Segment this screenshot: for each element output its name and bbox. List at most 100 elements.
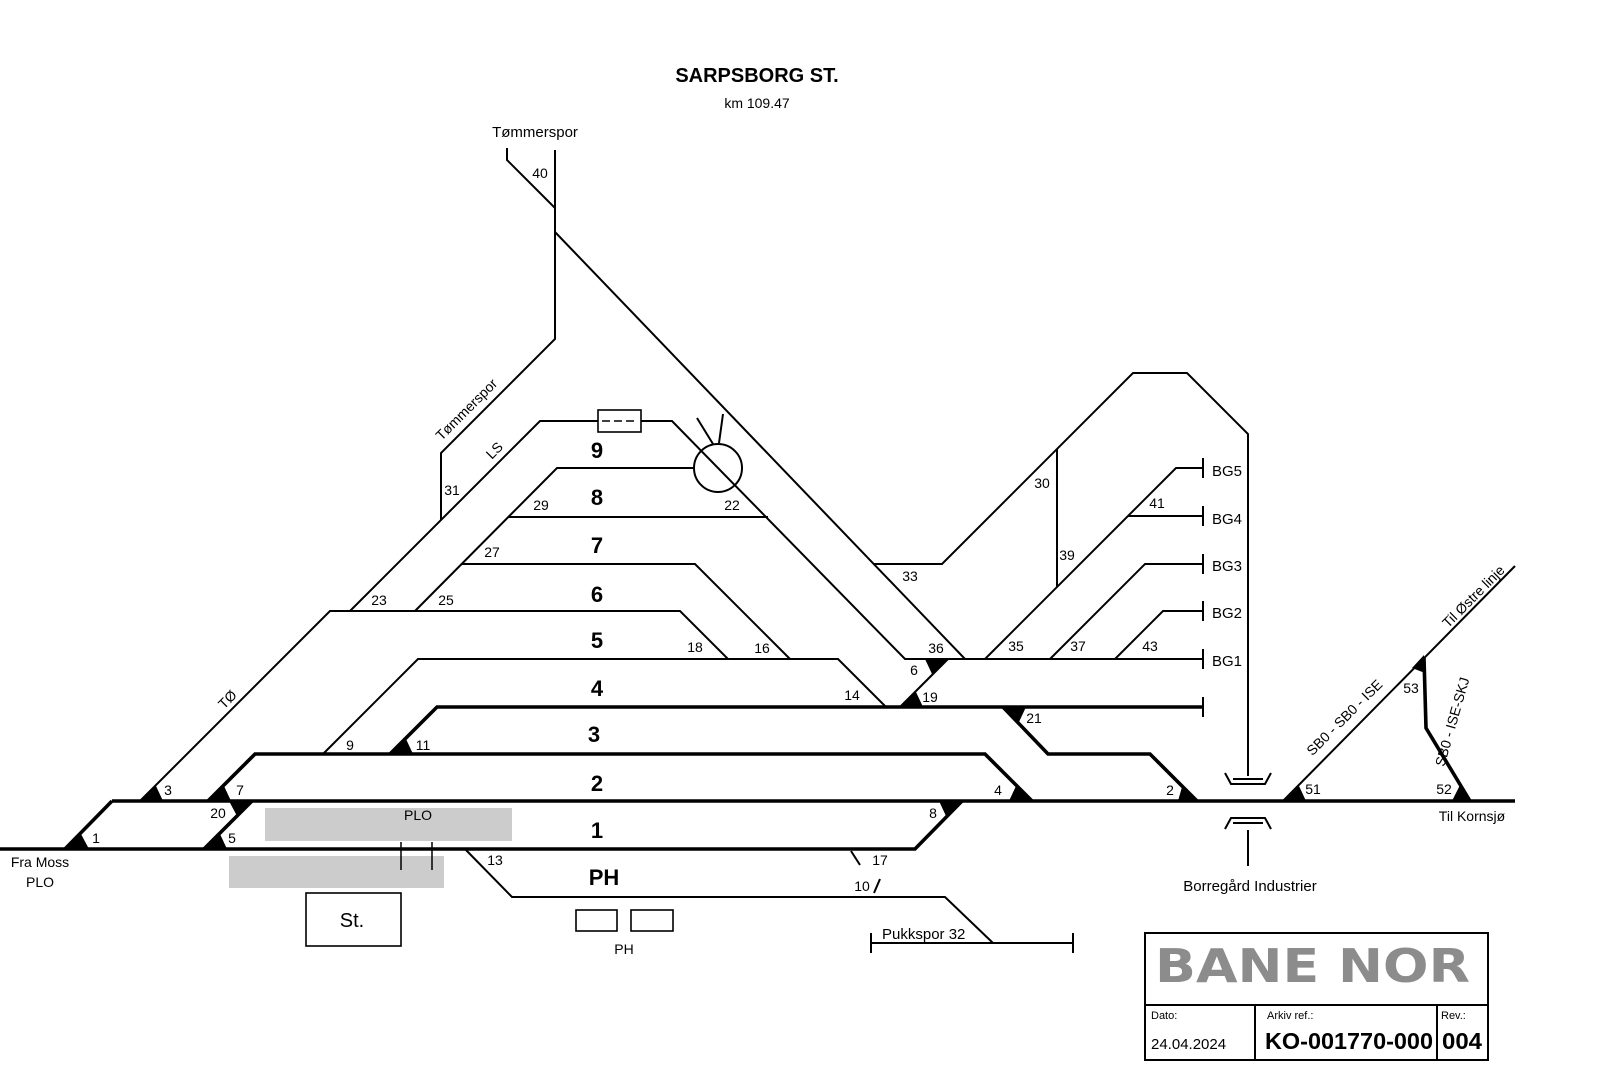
spur-33-borregard (874, 372, 1249, 776)
tommerspor-top-label: Tømmerspor (492, 124, 578, 141)
platforms (229, 808, 512, 888)
switch-label-11: 11 (416, 737, 431, 753)
arkiv-value: KO-001770-000 (1265, 1028, 1433, 1054)
turntable-circle (693, 443, 743, 493)
station-building (305, 892, 402, 947)
siding-labels: BG5 BG4 BG3 BG2 BG1 (1212, 463, 1242, 670)
platform-lower (229, 856, 444, 888)
siding-bg5 (984, 467, 1203, 660)
switch-label-29: 29 (533, 497, 549, 513)
to-label: TØ (215, 687, 240, 712)
switch-label-17: 17 (872, 852, 888, 868)
rev-label: Rev.: (1441, 1010, 1466, 1022)
bridge-symbols (1224, 772, 1272, 830)
switch-label-6: 6 (910, 662, 918, 678)
ph-track-line (464, 848, 994, 944)
siding-label-bg4: BG4 (1212, 511, 1242, 528)
switch-label-7: 7 (236, 782, 244, 798)
til-ostre-linje-label: Til Østre linje (1439, 562, 1508, 631)
switch-label-43: 43 (1142, 638, 1158, 654)
switch-label-5: 5 (228, 830, 236, 846)
switch-1-line (63, 799, 114, 851)
switch-label-8: 8 (929, 805, 937, 821)
track-label-9: 9 (591, 438, 603, 463)
switch-label-51: 51 (1305, 781, 1321, 797)
platform-upper (265, 808, 512, 841)
turntable (693, 413, 743, 493)
track-label-8: 8 (591, 485, 603, 510)
switch-label-41: 41 (1149, 495, 1165, 511)
switch-point-7 (209, 786, 231, 801)
switch-label-18: 18 (687, 639, 703, 655)
track-2-line (206, 752, 1034, 803)
switch-point-11 (391, 739, 413, 754)
switch-label-22: 22 (724, 497, 740, 513)
switch-label-25: 25 (438, 592, 454, 608)
track-label-4: 4 (591, 676, 604, 701)
switch-label-19: 19 (922, 689, 938, 705)
switch-numbers: 1 3 7 20 5 9 11 23 25 27 29 22 31 40 18 … (92, 165, 1452, 894)
switch-label-13: 13 (487, 852, 503, 868)
borregard-label: Borregård Industrier (1183, 878, 1316, 895)
switch-label-37: 37 (1070, 638, 1086, 654)
plo-platform-label: PLO (404, 807, 432, 823)
switch-label-35: 35 (1008, 638, 1024, 654)
switch-points (66, 655, 1470, 849)
sbo-line (1282, 565, 1516, 802)
switch-label-10: 10 (854, 878, 870, 894)
siding-label-bg1: BG1 (1212, 653, 1242, 670)
tommerspor-top-spur (506, 148, 556, 209)
track-3-line (388, 705, 1203, 756)
pukkspor-label: Pukkspor 32 (882, 926, 965, 943)
switch-label-40: 40 (532, 165, 548, 181)
switch-label-53: 53 (1403, 680, 1419, 696)
track-5-line (139, 610, 729, 802)
sbo-sbo-ise-label: SB0 - SB0 - ISE (1303, 676, 1385, 758)
track-1-line (0, 799, 964, 851)
switch-label-33: 33 (902, 568, 918, 584)
switch-point-5 (205, 834, 227, 849)
ph-building-label: PH (614, 941, 633, 957)
title-block-frame (1144, 932, 1489, 1061)
turntable-ray-1 (696, 417, 714, 445)
station-km: km 109.47 (724, 95, 790, 111)
tommerspor-branch (440, 150, 556, 520)
track-numbers: 9 8 7 6 5 4 3 2 1 PH (588, 438, 619, 890)
tommerspor-branch-label: Tømmerspor (432, 375, 500, 443)
track-label-1: 1 (591, 818, 603, 843)
rev-value: 004 (1442, 1028, 1482, 1054)
switch-point-36 (925, 659, 947, 674)
switch-point-19 (901, 692, 923, 707)
switch-label-2: 2 (1166, 782, 1174, 798)
date-label: Dato: (1151, 1010, 1177, 1022)
track-9-device (597, 409, 642, 433)
switch-label-27: 27 (484, 544, 500, 560)
siding-label-bg3: BG3 (1212, 558, 1242, 575)
station-building-label: St. (340, 910, 364, 932)
switch-label-30: 30 (1034, 475, 1050, 491)
switch-19-line (899, 658, 949, 708)
long-diagonal (554, 231, 966, 660)
bridge-lower (1224, 817, 1272, 830)
track-label-2: 2 (591, 771, 603, 796)
plo-left-label: PLO (26, 874, 54, 890)
siding-bg3 (1049, 563, 1203, 660)
sbo-ise-skj-label: SB0 - ISE-SKJ (1432, 675, 1473, 768)
switch-point-2 (1178, 787, 1196, 801)
ph-building-1 (575, 909, 618, 932)
switch-label-20: 20 (210, 805, 226, 821)
track-label-3: 3 (588, 722, 600, 747)
bane-nor-logo: BANE NOR (1155, 939, 1470, 993)
track-6-line (461, 563, 791, 660)
switch-point-3 (141, 786, 163, 801)
switch-label-31: 31 (444, 482, 460, 498)
switch-label-52: 52 (1436, 781, 1452, 797)
link-21-2 (1001, 705, 1199, 803)
track-9-line (349, 420, 1203, 660)
switch-point-20 (229, 801, 252, 816)
siding-label-bg2: BG2 (1212, 605, 1242, 622)
station-title: SARPSBORG ST. (675, 65, 838, 87)
switch-label-1: 1 (92, 830, 100, 846)
date-value: 24.04.2024 (1151, 1036, 1226, 1053)
